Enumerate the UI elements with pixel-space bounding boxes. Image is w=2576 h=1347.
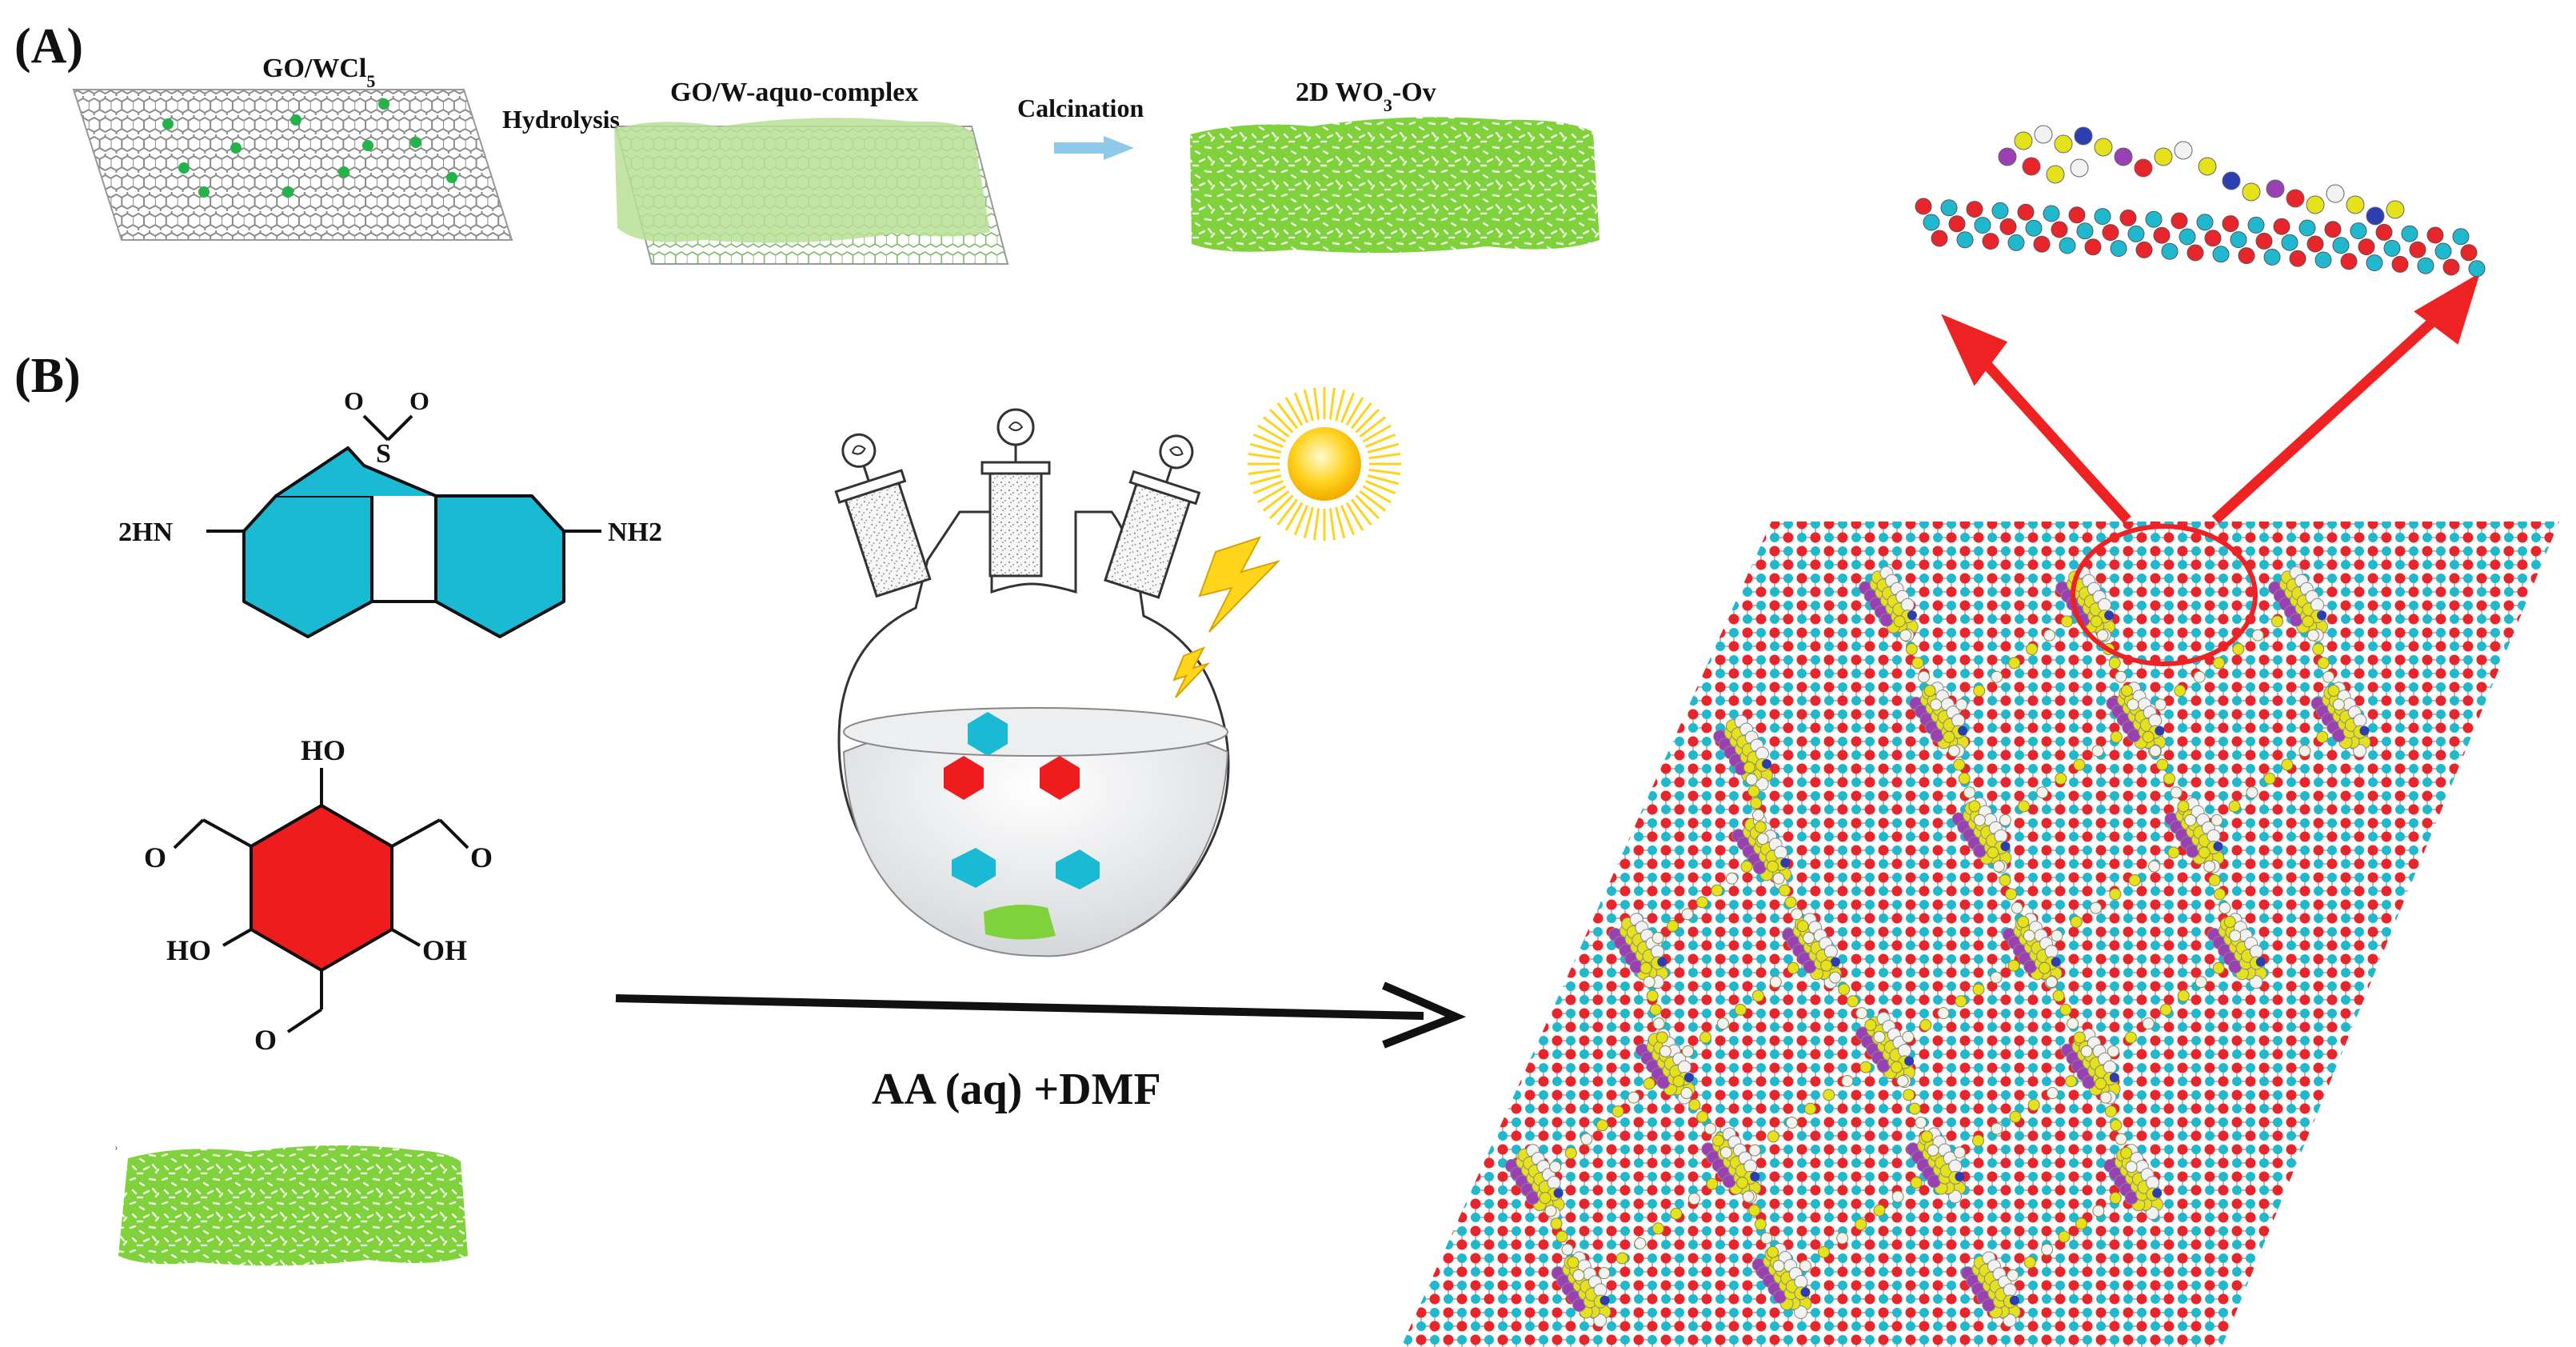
lightning-bolt-icon	[1172, 536, 1281, 698]
zoom-arrows	[1941, 272, 2481, 524]
three-neck-flask-icon	[834, 408, 1230, 957]
cof-lattice-structure	[1401, 522, 2559, 1347]
diamine-o-atom-1: O	[344, 386, 364, 415]
hydrolysis-label: Hydrolysis	[502, 105, 620, 134]
diamine-right-group: NH2	[608, 518, 662, 547]
aldehyde-molecule	[173, 768, 469, 1033]
aquo-complex-sheet	[614, 118, 1009, 265]
aldehyde-o-bottom: O	[254, 1024, 277, 1056]
reaction-arrow	[615, 981, 1467, 1049]
highlight-circle	[2071, 524, 2258, 666]
reaction-conditions: AA (aq) +DMF	[872, 1065, 1161, 1114]
step-3-caption: 2D WO3-Ov	[1296, 78, 1436, 115]
step-1-caption: GO/WCl5	[262, 54, 375, 91]
aldehyde-oh-right: OH	[422, 934, 467, 966]
diamine-molecule	[206, 414, 601, 638]
calcination-arrow	[1054, 136, 1134, 160]
panel-a-label: (A)	[14, 19, 83, 74]
side-view-model	[1915, 125, 2486, 278]
stray-mark: ʾ	[114, 1145, 119, 1162]
sun-icon	[1248, 387, 1401, 541]
diamine-o-atom-2: O	[409, 386, 429, 415]
diamine-left-group: 2HN	[118, 518, 173, 547]
panel-b-label: (B)	[14, 349, 81, 403]
aldehyde-oh-left: HO	[166, 934, 211, 966]
wo3-nanosheet-icon	[1190, 117, 1600, 254]
calcination-label: Calcination	[1017, 94, 1144, 122]
graphene-sheet-icon	[72, 89, 513, 241]
step-2-caption: GO/W-aquo-complex	[670, 78, 918, 107]
aldehyde-o-right: O	[470, 841, 493, 873]
aldehyde-oh-top: HO	[301, 734, 345, 766]
aldehyde-o-left: O	[144, 841, 166, 873]
diamine-s-atom: S	[376, 439, 391, 469]
wo3-nanosheet-reagent-icon	[118, 1145, 468, 1266]
